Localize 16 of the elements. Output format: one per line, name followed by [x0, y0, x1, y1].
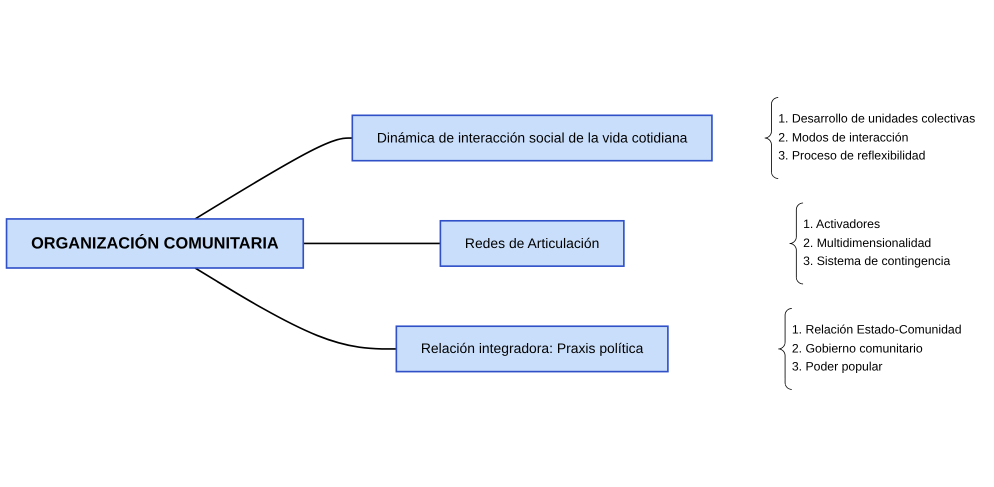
node-label: 1. Desarrollo de unidades colectivas: [778, 112, 976, 126]
node-label: 2. Multidimensionalidad: [803, 236, 932, 250]
node-box: Dinámica de interacción social de la vida cotidiana: [352, 114, 713, 162]
connector: [194, 267, 396, 350]
node-label: 3. Sistema de contingencia: [803, 254, 950, 268]
node-label: 1. Activadores: [803, 218, 880, 232]
node-box: Relación integradora: Praxis política: [396, 325, 669, 372]
connector: [194, 137, 352, 220]
node-label: 3. Proceso de reflexibilidad: [778, 148, 926, 163]
node-box: ORGANIZACIÓN COMUNITARIA: [6, 218, 304, 269]
node-label: 3. Poder popular: [792, 360, 883, 374]
node-label: 2. Modos de interacción: [778, 130, 908, 144]
node-box: Redes de Articulación: [440, 220, 625, 267]
node-label: 2. Gobierno comunitario: [792, 341, 923, 356]
connector: [303, 242, 440, 244]
node-label: 1. Relación Estado-Comunidad: [792, 323, 962, 337]
